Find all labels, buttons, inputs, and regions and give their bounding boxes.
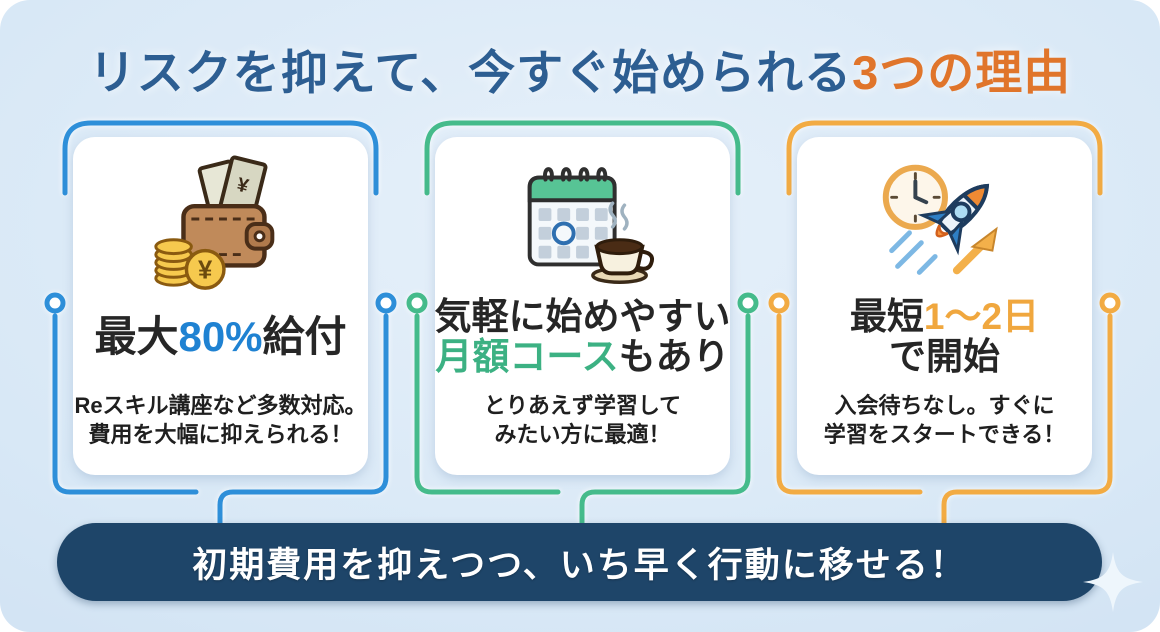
card-bracket-decoration-orange	[768, 120, 1121, 531]
circled-date-icon	[551, 221, 576, 246]
card-quick-start: 最短1〜2日 で開始 入会待ちなし。すぐに 学習をスタートできる！	[797, 137, 1092, 475]
connector-dot-icon	[1099, 292, 1121, 314]
card-benefit: ¥ ¥ 最大80%給付	[73, 137, 368, 475]
connector-dot-icon	[768, 292, 790, 314]
sparkle-icon	[1083, 552, 1143, 612]
card-benefit-heading: 最大80%給付	[94, 313, 347, 361]
connector-dot-icon	[44, 292, 66, 314]
monthly-course-text: 月額コース	[435, 336, 619, 377]
title-main-text: リスクを抑えて、今すぐ始められる	[88, 46, 853, 99]
reason-card-benefit: ¥ ¥ 最大80%給付	[44, 110, 397, 570]
card-quick-start-heading: 最短1〜2日 で開始	[849, 296, 1040, 377]
calendar-coffee-icon	[527, 167, 654, 284]
card-icon-box	[504, 145, 662, 297]
page-title: リスクを抑えて、今すぐ始められる3つの理由	[0, 34, 1160, 103]
card-bracket-decoration-green	[406, 120, 759, 531]
card-icon-box	[866, 145, 1024, 297]
card-quick-start-subtitle: 入会待ちなし。すぐに 学習をスタートできる！	[823, 393, 1066, 448]
connector-dot-icon	[406, 292, 428, 314]
wallet-money-icon: ¥ ¥	[153, 155, 274, 290]
conclusion-banner: 初期費用を抑えつつ、いち早く行動に移せる！	[57, 523, 1102, 601]
card-monthly: 気軽に始めやすい 月額コースもあり とりあえず学習して みたい方に最適！	[434, 137, 731, 475]
reason-card-monthly: 気軽に始めやすい 月額コースもあり とりあえず学習して みたい方に最適！	[406, 110, 759, 570]
card-bracket-decoration-blue	[44, 120, 397, 531]
svg-text:¥: ¥	[198, 256, 213, 284]
card-icon-box: ¥ ¥	[142, 145, 300, 297]
title-highlight-text: 3つの理由	[852, 46, 1072, 99]
svg-text:¥: ¥	[234, 174, 250, 198]
benefit-percentage: 80%	[178, 313, 263, 361]
card-benefit-subtitle: Reスキル講座など多数対応。 費用を大幅に抑えられる！	[74, 393, 367, 448]
rocket-clock-icon	[882, 164, 998, 275]
connector-dot-icon	[375, 292, 397, 314]
reason-card-quick-start: 最短1〜2日 で開始 入会待ちなし。すぐに 学習をスタートできる！	[768, 110, 1121, 570]
card-monthly-heading: 気軽に始めやすい 月額コースもあり	[434, 296, 731, 377]
connector-dot-icon	[737, 292, 759, 314]
conclusion-banner-text: 初期費用を抑えつつ、いち早く行動に移せる！	[192, 545, 967, 585]
card-monthly-subtitle: とりあえず学習して みたい方に最適！	[483, 393, 682, 448]
days-text: 1〜2日	[923, 296, 1040, 338]
